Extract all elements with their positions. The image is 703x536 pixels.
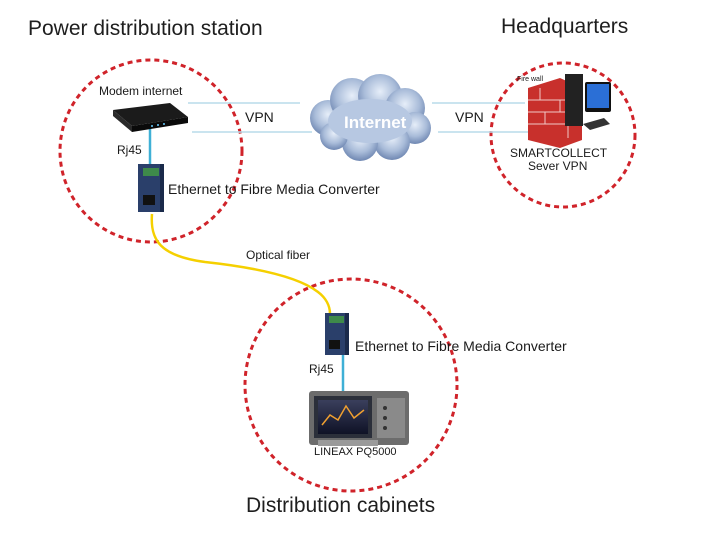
vpn-lines bbox=[188, 102, 528, 133]
power-quality-meter-icon bbox=[309, 391, 409, 446]
rj45-top-label: Rj45 bbox=[117, 143, 142, 157]
modem-icon bbox=[113, 103, 188, 132]
vpn-left-label: VPN bbox=[245, 109, 274, 125]
device-label: LINEAX PQ5000 bbox=[314, 446, 397, 458]
station-title: Power distribution station bbox=[28, 17, 263, 40]
server-icon bbox=[565, 74, 611, 130]
rj45-bottom-label: Rj45 bbox=[309, 362, 334, 376]
headquarters-title: Headquarters bbox=[501, 15, 629, 38]
optical-fiber-label: Optical fiber bbox=[246, 248, 311, 262]
media-converter-icon-top bbox=[138, 164, 164, 212]
internet-cloud-icon bbox=[310, 74, 431, 161]
modem-label: Modem internet bbox=[99, 84, 183, 98]
server-label-line1: SMARTCOLLECT bbox=[510, 146, 608, 160]
ethernet-lines bbox=[148, 126, 345, 392]
zone-power-station bbox=[58, 58, 244, 244]
zone-distribution-cabinets bbox=[243, 277, 459, 493]
internet-label: Internet bbox=[344, 113, 407, 132]
optical-fiber-line bbox=[150, 213, 332, 315]
cabinets-title: Distribution cabinets bbox=[246, 494, 436, 517]
zone-headquarters bbox=[489, 61, 637, 209]
media-converter-icon-bottom bbox=[325, 313, 349, 355]
server-label-line2: Sever VPN bbox=[528, 159, 588, 173]
vpn-right-label: VPN bbox=[455, 109, 484, 125]
firewall-label: Fire wall bbox=[517, 76, 544, 83]
converter-bottom-label: Ethernet to Fibre Media Converter bbox=[355, 338, 567, 354]
converter-top-label: Ethernet to Fibre Media Converter bbox=[168, 181, 380, 197]
